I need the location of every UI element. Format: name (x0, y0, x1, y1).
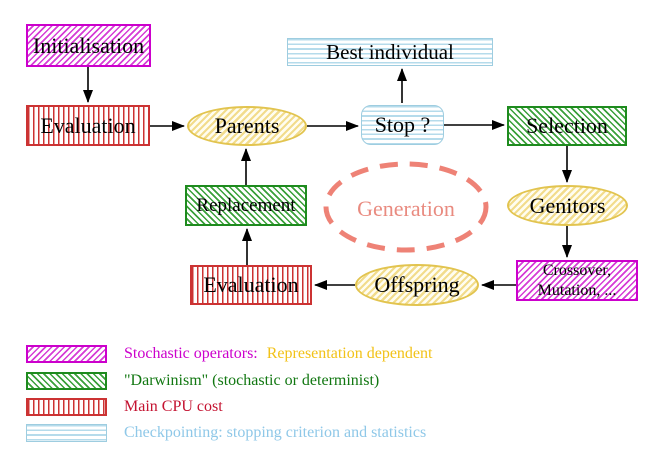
node-initialisation-label: Initialisation (32, 32, 145, 58)
legend-label-cpu-cost: Main CPU cost (124, 398, 223, 415)
node-parents-label: Parents (214, 113, 280, 139)
generation-cycle-ellipse (323, 161, 489, 253)
node-evaluation-bottom-label: Evaluation (203, 272, 299, 298)
node-genitors: Genitors (507, 185, 628, 226)
node-offspring-label: Offspring (374, 272, 460, 298)
legend-label-checkpointing: Checkpointing: stopping criterion and st… (124, 424, 427, 441)
node-offspring: Offspring (355, 264, 479, 306)
legend-label-stochastic: Stochastic operators: (124, 345, 258, 362)
legend-row-cpu-cost: Main CPU cost (26, 397, 223, 417)
node-replacement: Replacement (185, 185, 307, 226)
legend-row-darwinism: "Darwinism" (stochastic or determinist) (26, 371, 379, 391)
node-best-individual-label: Best individual (326, 39, 454, 64)
node-best-individual: Best individual (287, 38, 493, 66)
crossover-line2: Mutation, ... (537, 281, 617, 299)
node-crossover-mutation: Crossover, Mutation, ... (516, 260, 638, 301)
node-genitors-label: Genitors (529, 192, 606, 218)
legend-swatch-red-stripes (26, 398, 107, 416)
legend-label-darwinism: "Darwinism" (stochastic or determinist) (124, 372, 380, 389)
node-selection: Selection (507, 106, 627, 146)
node-evaluation-top-label: Evaluation (40, 112, 136, 138)
legend-row-stochastic: Stochastic operators: Representation dep… (26, 344, 432, 364)
node-initialisation: Initialisation (26, 24, 151, 67)
node-parents: Parents (187, 106, 307, 146)
legend-label-representation: Representation dependent (266, 345, 433, 362)
node-crossover-mutation-label: Crossover, Mutation, ... (538, 261, 617, 299)
generation-label: Generation (357, 196, 455, 221)
node-selection-label: Selection (526, 113, 608, 139)
legend-swatch-magenta-hatch (26, 345, 107, 363)
node-stop-label: Stop ? (374, 112, 431, 138)
node-evaluation-top: Evaluation (26, 105, 150, 146)
crossover-line1: Crossover, (542, 262, 612, 280)
node-evaluation-bottom: Evaluation (190, 265, 312, 305)
node-stop: Stop ? (361, 105, 444, 145)
legend-swatch-green-hatch (26, 372, 107, 390)
node-replacement-label: Replacement (196, 194, 296, 216)
legend-swatch-cyan-stripes (26, 424, 107, 442)
legend-row-checkpointing: Checkpointing: stopping criterion and st… (26, 423, 426, 443)
